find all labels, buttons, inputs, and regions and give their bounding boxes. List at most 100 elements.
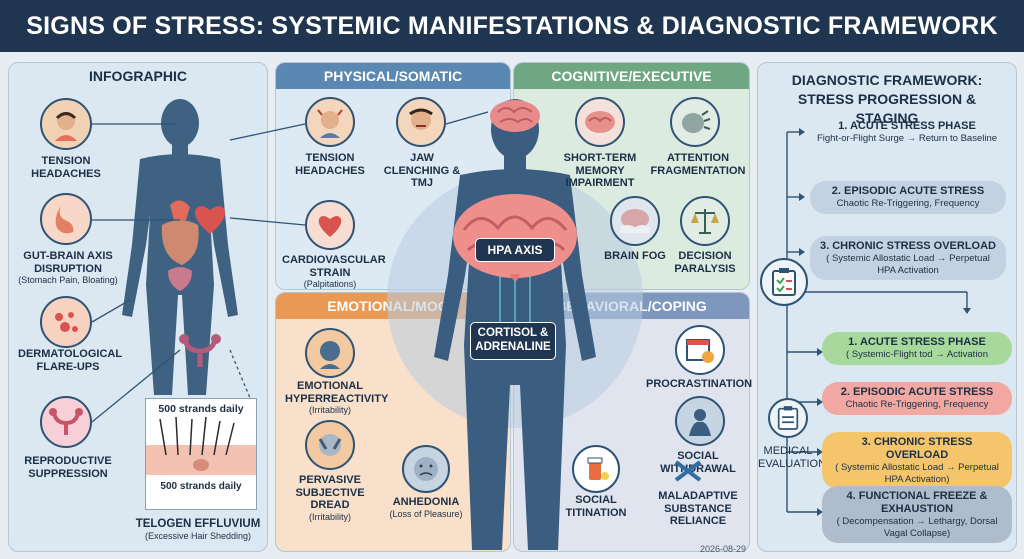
hpa-axis-badge: HPA AXIS [475, 238, 555, 262]
female-heart-icon [194, 206, 226, 234]
sad-face-icon [402, 445, 450, 493]
cognitive-item-1: SHORT-TERM MEMORY IMPAIRMENT [560, 152, 640, 190]
behavioral-item-4: MALADAPTIVE SUBSTANCE RELIANCE [648, 490, 748, 528]
headache-icon [305, 97, 355, 147]
stage-bottom-1: 1. ACUTE STRESS PHASE ( Systemic-Flight … [822, 332, 1012, 365]
angry-face-icon [305, 328, 355, 378]
stage-bottom-4: 4. FUNCTIONAL FREEZE & EXHAUSTION ( Deco… [822, 486, 1012, 544]
stage-bottom-1-sub: ( Systemic-Flight tod → Activation [845, 349, 989, 361]
calendar-clock-icon [675, 325, 725, 375]
skin-flare-icon [40, 296, 92, 348]
emotional-item-3: ANHEDONIA(Loss of Pleasure) [385, 496, 467, 519]
behavioral-item-3: SOCIAL TITINATION [548, 494, 644, 519]
emotional-item-2: PERVASIVE SUBJECTIVE DREAD(Irritability) [282, 474, 378, 522]
emotional-item-3-sub: (Loss of Pleasure) [389, 508, 463, 519]
infographic-header: INFOGRAPHIC [89, 68, 187, 84]
stage-bottom-1-title: 1. ACUTE STRESS PHASE [848, 336, 986, 348]
physical-item-2: JAW CLENCHING & TMJ [376, 152, 468, 190]
behavioral-item-3-label: SOCIAL TITINATION [565, 494, 627, 519]
infographic-item-3: DERMATOLOGICAL FLARE-UPS [18, 348, 122, 373]
withdrawn-person-icon [675, 396, 725, 446]
behavioral-item-4-label: MALADAPTIVE SUBSTANCE RELIANCE [658, 490, 738, 528]
emotional-item-1-label: EMOTIONAL HYPERREACTIVITY [285, 380, 389, 405]
hair-bottom-label: 500 strands daily [160, 481, 242, 493]
physical-item-3-label: CARDIOVASCULAR STRAIN [282, 254, 386, 279]
stage-top-1-title: 1. ACUTE STRESS PHASE [838, 120, 976, 132]
dread-face-icon [305, 420, 355, 470]
uterus-icon [179, 334, 221, 367]
cognitive-item-4-label: DECISION PARALYSIS [674, 250, 736, 275]
infographic-item-2: GUT-BRAIN AXIS DISRUPTION(Stomach Pain, … [12, 250, 124, 286]
emotional-item-1: EMOTIONAL HYPERREACTIVITY(Irritability) [285, 380, 388, 416]
infographic-item-1: TENSION HEADACHES [18, 155, 114, 180]
date-label: 2026-08-29 [700, 544, 747, 554]
stage-bottom-2-title: 2. EPISODIC ACUTE STRESS [840, 386, 994, 398]
stage-top-2: 2. EPISODIC ACUTE STRESS Chaotic Re-Trig… [810, 181, 1006, 214]
medical-evaluation-label: MEDICAL EVALUATION [758, 445, 827, 470]
infographic-item-2-sub: (Stomach Pain, Bloating) [18, 275, 118, 286]
hair-top-label: 500 strands daily [158, 403, 244, 415]
physical-item-1: TENSION HEADACHES [290, 152, 370, 177]
infographic-item-4-label: REPRODUCTIVE SUPPRESSION [24, 455, 112, 480]
infographic-item-3-label: DERMATOLOGICAL FLARE-UPS [18, 348, 123, 373]
stage-bottom-4-sub: ( Decompensation → Lethargy, Dorsal Vaga… [836, 516, 998, 539]
infographic-item-1-label: TENSION HEADACHES [31, 155, 101, 180]
reproductive-icon [40, 396, 92, 448]
cognitive-item-4: DECISION PARALYSIS [670, 250, 740, 275]
hair-follicle-icon [146, 416, 256, 476]
cortisol-badge: CORTISOL & ADRENALINE [470, 322, 556, 360]
medication-icon [572, 445, 620, 493]
telogen-sub: (Excessive Hair Shedding) [144, 531, 252, 542]
infographic-item-4: REPRODUCTIVE SUPPRESSION [18, 455, 118, 480]
behavioral-item-2-label: SOCIAL WITHDRAWAL [660, 450, 736, 475]
jaw-icon [396, 97, 446, 147]
attention-icon [670, 97, 720, 147]
physical-item-3-sub: (Palpitations) [303, 279, 357, 290]
syringe-bottle-icon [674, 460, 702, 482]
medical-clipboard-icon [768, 398, 808, 438]
brain-head-icon [490, 100, 540, 132]
emotional-item-1-sub: (Irritability) [309, 405, 351, 416]
memory-brain-icon [575, 97, 625, 147]
stage-top-1-sub: Fight-or-Flight Surge → Return to Baseli… [816, 133, 998, 145]
heart-icon [305, 200, 355, 250]
cognitive-item-3: BRAIN FOG [600, 250, 670, 263]
tension-headache-icon [40, 98, 92, 150]
stomach-icon [40, 193, 92, 245]
infographic-item-2-label: GUT-BRAIN AXIS DISRUPTION [23, 250, 113, 275]
stage-bottom-3-title: 3. CHRONIC STRESS OVERLOAD [861, 436, 973, 462]
emotional-item-2-label: PERVASIVE SUBJECTIVE DREAD [295, 474, 365, 512]
stage-top-2-title: 2. EPISODIC ACUTE STRESS [831, 185, 985, 197]
stage-bottom-2-sub: Chaotic Re-Triggering, Frequency [845, 399, 989, 411]
behavioral-item-1: PROCRASTINATION [646, 378, 752, 391]
behavioral-item-2: SOCIAL WITHDRAWAL [638, 450, 758, 475]
behavioral-item-1-label: PROCRASTINATION [646, 378, 753, 390]
stage-bottom-3: 3. CHRONIC STRESS OVERLOAD ( Systemic Al… [822, 432, 1012, 490]
physical-item-2-label: JAW CLENCHING & TMJ [383, 152, 461, 190]
stage-top-3: 3. CHRONIC STRESS OVERLOAD ( Systemic Al… [810, 236, 1006, 280]
stage-top-3-sub: ( Systemic Allostatic Load → Perpetual H… [826, 253, 990, 276]
framework-header: DIAGNOSTIC FRAMEWORK: STRESS PROGRESSION… [791, 72, 983, 126]
stage-top-1: 1. ACUTE STRESS PHASE Fight-or-Flight Su… [804, 116, 1010, 149]
telogen-title: TELOGEN EFFLUVIUM [135, 518, 261, 530]
telogen-effluvium-label: TELOGEN EFFLUVIUM(Excessive Hair Sheddin… [128, 518, 268, 542]
physical-item-3: CARDIOVASCULAR STRAIN(Palpitations) [282, 254, 386, 290]
cognitive-header: COGNITIVE/EXECUTIVE [514, 63, 749, 89]
stage-top-2-sub: Chaotic Re-Triggering, Frequency [836, 198, 980, 210]
stage-bottom-2: 2. EPISODIC ACUTE STRESS Chaotic Re-Trig… [822, 382, 1012, 415]
cognitive-item-2-label: ATTENTION FRAGMENTATION [650, 152, 746, 177]
stage-top-3-title: 3. CHRONIC STRESS OVERLOAD [819, 240, 997, 252]
physical-item-1-label: TENSION HEADACHES [295, 152, 365, 177]
stage-bottom-3-sub: ( Systemic Allostatic Load → Perpetual H… [835, 462, 999, 485]
emotional-item-2-sub: (Irritability) [309, 511, 351, 522]
physical-header: PHYSICAL/SOMATIC [276, 63, 510, 89]
clipboard-icon [760, 258, 808, 306]
hair-follicle-box: 500 strands daily 500 strands daily [145, 398, 257, 510]
emotional-item-3-label: ANHEDONIA [392, 496, 460, 508]
cognitive-item-3-label: BRAIN FOG [604, 250, 666, 262]
cognitive-item-1-label: SHORT-TERM MEMORY IMPAIRMENT [563, 152, 637, 190]
brain-fog-icon [610, 196, 660, 246]
stage-bottom-4-title: 4. FUNCTIONAL FREEZE & EXHAUSTION [846, 490, 988, 516]
scale-icon [680, 196, 730, 246]
page-title: SIGNS OF STRESS: SYSTEMIC MANIFESTATIONS… [0, 0, 1024, 52]
